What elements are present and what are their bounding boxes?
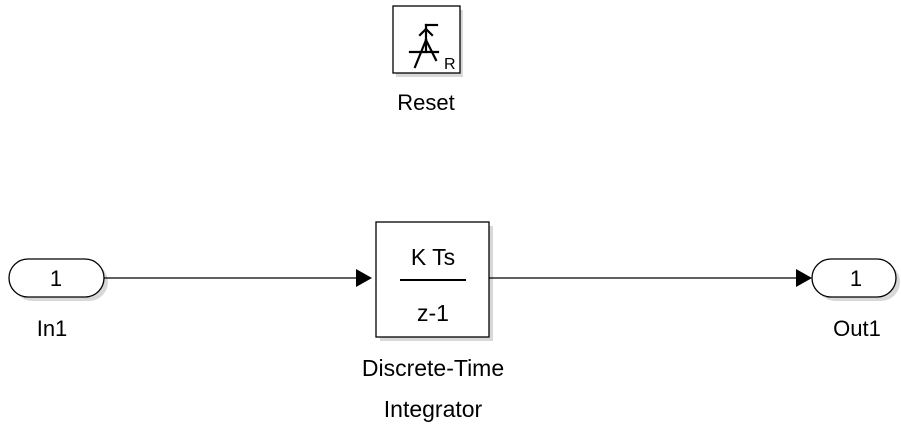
reset-label: Reset xyxy=(397,90,454,115)
reset-block[interactable]: R xyxy=(392,5,463,77)
inport-in1[interactable]: 1 xyxy=(8,258,108,301)
reset-trigger-icon xyxy=(408,23,440,69)
signal-line-integrator-to-out1[interactable] xyxy=(489,269,812,287)
inport-number: 1 xyxy=(50,266,62,291)
integrator-label-line1: Discrete-Time xyxy=(362,355,504,381)
integrator-label-line2: Integrator xyxy=(384,396,483,422)
outport-out1[interactable]: 1 xyxy=(811,258,900,301)
integrator-denominator: z-1 xyxy=(417,300,449,326)
inport-label: In1 xyxy=(37,316,68,341)
signal-line-in1-to-integrator[interactable] xyxy=(104,269,372,287)
arrowhead xyxy=(796,269,812,287)
integrator-numerator: K Ts xyxy=(411,244,455,270)
outport-label: Out1 xyxy=(833,316,881,341)
arrowhead xyxy=(356,269,372,287)
discrete-time-integrator-block[interactable]: K Ts z-1 xyxy=(375,221,493,341)
outport-body xyxy=(811,258,897,298)
outport-number: 1 xyxy=(850,266,862,291)
reset-port-letter: R xyxy=(444,56,456,73)
